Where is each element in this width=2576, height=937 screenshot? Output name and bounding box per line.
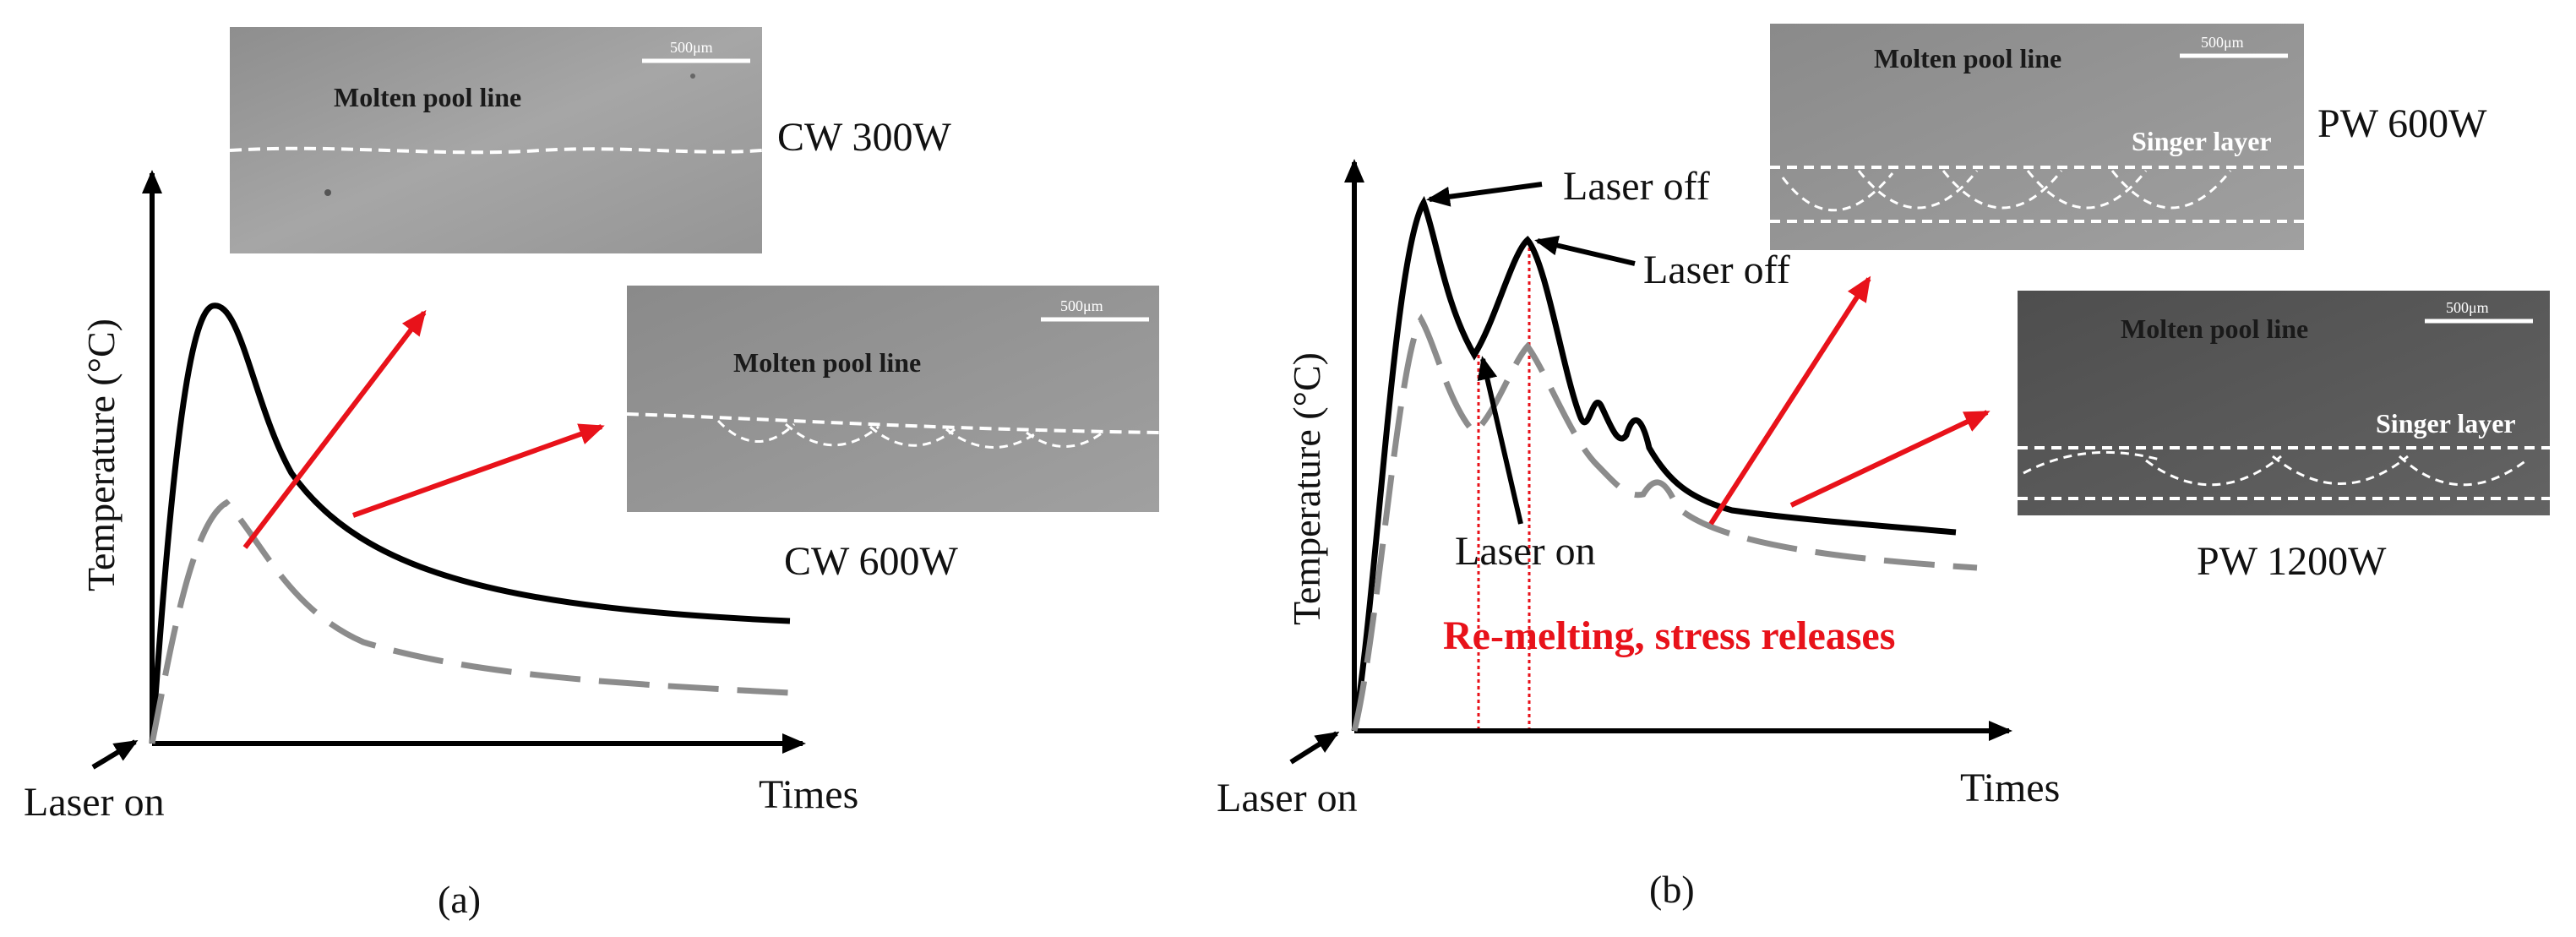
micrograph-pw-1200w-layer: Singer layer (2376, 408, 2516, 439)
panel-a-red-arrow-2 (351, 423, 605, 518)
laser-on-arrow (1477, 356, 1523, 525)
panel-b: Temperature (°C) Times Laser on Laser of… (1217, 24, 2550, 911)
panel-a-caption: (a) (438, 878, 481, 921)
molten-pool-line (626, 412, 1160, 434)
panel-b-x-label: Times (1960, 765, 2060, 810)
micrograph-pw-600w-label: PW 600W (2317, 101, 2487, 146)
remelting-label: Re-melting, stress releases (1443, 613, 1895, 658)
micrograph-cw-300w: Molten pool line 500μm (229, 27, 763, 253)
panel-a-high-power-curve (149, 302, 791, 744)
scale-bar-label: 500μm (670, 39, 713, 56)
panel-a-y-label: Temperature (°C) (79, 319, 123, 591)
scale-bar-label: 500μm (1060, 297, 1103, 314)
laser-off-arrow-2 (1534, 235, 1636, 266)
melt-pool-boundaries (716, 419, 1103, 449)
panel-a: Temperature (°C) Times Laser on Molten p… (24, 27, 1160, 921)
micrograph-cw-300w-overlay: Molten pool line (334, 82, 521, 112)
panel-a-low-power-curve (149, 498, 791, 744)
panel-a-origin-label: Laser on (24, 780, 165, 825)
micrograph-pw-600w-overlay: Molten pool line (1874, 43, 2061, 74)
micrograph-cw-600w-overlay: Molten pool line (733, 347, 921, 378)
panel-b-origin-arrow (1289, 731, 1340, 765)
micrograph-pw-1200w: Molten pool line 500μm Singer layer (2018, 291, 2550, 515)
laser-off-arrow-1 (1426, 182, 1543, 207)
micrograph-cw-600w-label: CW 600W (784, 539, 958, 584)
panel-b-y-label: Temperature (°C) (1285, 352, 1328, 625)
laser-off-label-2: Laser off (1643, 248, 1790, 292)
laser-off-label-1: Laser off (1563, 164, 1710, 209)
molten-pool-line (229, 146, 763, 155)
scale-bar-label: 500μm (2446, 299, 2489, 316)
panel-b-red-arrow-1 (1708, 275, 1871, 526)
micrograph-cw-300w-label: CW 300W (777, 115, 951, 160)
micrograph-pw-1200w-label: PW 1200W (2197, 539, 2387, 584)
melt-pool-boundaries (1781, 170, 2232, 212)
panel-b-origin-label: Laser on (1217, 776, 1358, 820)
panel-a-x-label: Times (759, 772, 858, 817)
scale-bar-label: 500μm (2201, 34, 2244, 51)
micrograph-pw-1200w-overlay: Molten pool line (2121, 313, 2308, 344)
panel-b-caption: (b) (1649, 868, 1695, 911)
micrograph-pw-600w-layer: Singer layer (2132, 126, 2272, 156)
panel-a-origin-arrow (91, 739, 139, 770)
panel-a-red-arrow-1 (242, 309, 427, 549)
micrograph-cw-600w: Molten pool line 500μm (626, 286, 1160, 512)
laser-on-label: Laser on (1455, 529, 1596, 574)
micrograph-pw-600w: Molten pool line 500μm Singer layer (1770, 24, 2304, 250)
panel-b-red-arrow-2 (1789, 410, 1991, 508)
melt-pool-boundaries (2023, 450, 2527, 487)
panel-b-low-power-curve (1351, 313, 1978, 732)
panel-b-high-power-curve (1351, 195, 1957, 732)
